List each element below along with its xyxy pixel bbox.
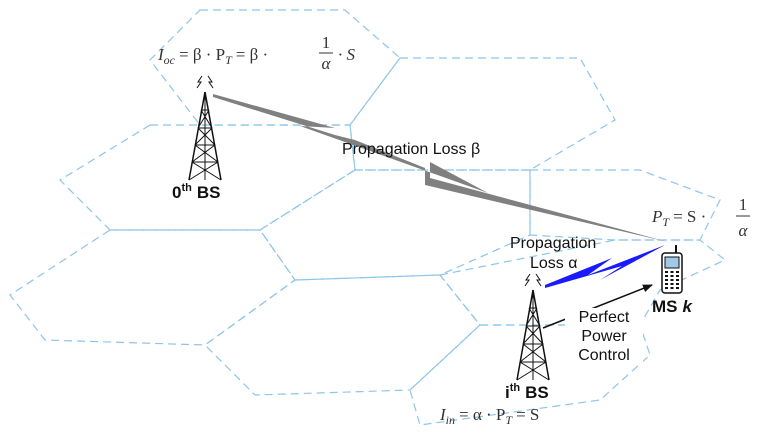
hex-cell [204, 274, 481, 396]
hex-cell [259, 169, 531, 281]
propagation-loss-beta-bolt [213, 94, 668, 242]
svg-text:1: 1 [739, 195, 748, 214]
cell-tower-icon [188, 75, 222, 181]
hex-cell [529, 169, 721, 241]
svg-text:α: α [739, 221, 749, 240]
formula-transmit-power: PT= S · 1 α [651, 195, 750, 240]
formula-interference-other-cell: Ioc= β · PT= β · 1 α · S [157, 33, 356, 73]
power-control-label-line1: Perfect [579, 309, 630, 326]
svg-text:1: 1 [322, 33, 331, 52]
svg-text:α: α [322, 54, 332, 73]
svg-text:· S: · S [338, 45, 356, 64]
mobile-phone-icon [661, 245, 683, 294]
svg-text:Ioc= β · PT= β ·: Ioc= β · PT= β · [157, 45, 268, 67]
formula-interference-in-cell: Iin= α · PT= S [439, 405, 539, 427]
power-control-label-line3: Control [578, 347, 630, 364]
svg-text:PT= S ·: PT= S · [651, 207, 706, 229]
power-control-arrow [542, 284, 653, 329]
propagation-loss-alpha-label: Propagation [510, 235, 596, 252]
svg-text:Iin= α · PT= S: Iin= α · PT= S [439, 405, 539, 427]
hex-cell [59, 124, 356, 231]
cell-tower-icon [516, 273, 550, 381]
hex-cell [9, 229, 296, 346]
propagation-loss-beta-label: Propagation Loss β [342, 141, 480, 158]
propagation-loss-alpha-bolt [545, 245, 665, 288]
propagation-loss-alpha-label-line2: Loss α [530, 255, 578, 272]
power-control-label-line2: Power [581, 328, 627, 345]
power-control-label-bg [565, 308, 643, 364]
